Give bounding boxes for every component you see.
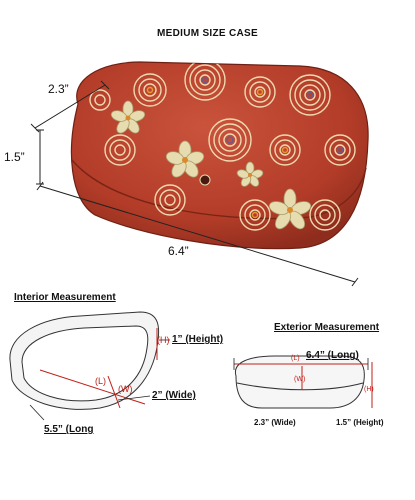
- interior-height-label: 1” (Height): [172, 334, 224, 345]
- interior-tag-w: (W): [118, 384, 133, 394]
- exterior-tag-w: (W): [294, 376, 306, 383]
- length-label: 6.4”: [168, 244, 189, 258]
- interior-wide-label: 2” (Wide): [152, 390, 196, 401]
- exterior-wide-label: 2.3” (Wide): [254, 418, 296, 427]
- height-label: 1.5”: [4, 150, 25, 164]
- exterior-tag-h: (H): [364, 386, 374, 393]
- page-title: MEDIUM SIZE CASE: [157, 28, 258, 39]
- exterior-long-label: 6.4” (Long): [306, 350, 359, 361]
- exterior-case-drawing: [235, 355, 365, 409]
- exterior-heading: Exterior Measurement: [274, 322, 380, 333]
- clasp-button: [199, 174, 211, 186]
- interior-long-label: 5.5” (Long: [44, 424, 94, 435]
- exterior-tag-l: (L): [291, 355, 300, 362]
- exterior-height-label: 1.5” (Height): [336, 418, 384, 427]
- interior-tag-h: (H): [157, 335, 170, 345]
- interior-tag-l: (L): [95, 376, 106, 386]
- interior-heading: Interior Measurement: [14, 292, 116, 303]
- interior-case-drawing: [9, 311, 160, 410]
- depth-label: 2.3”: [48, 82, 69, 96]
